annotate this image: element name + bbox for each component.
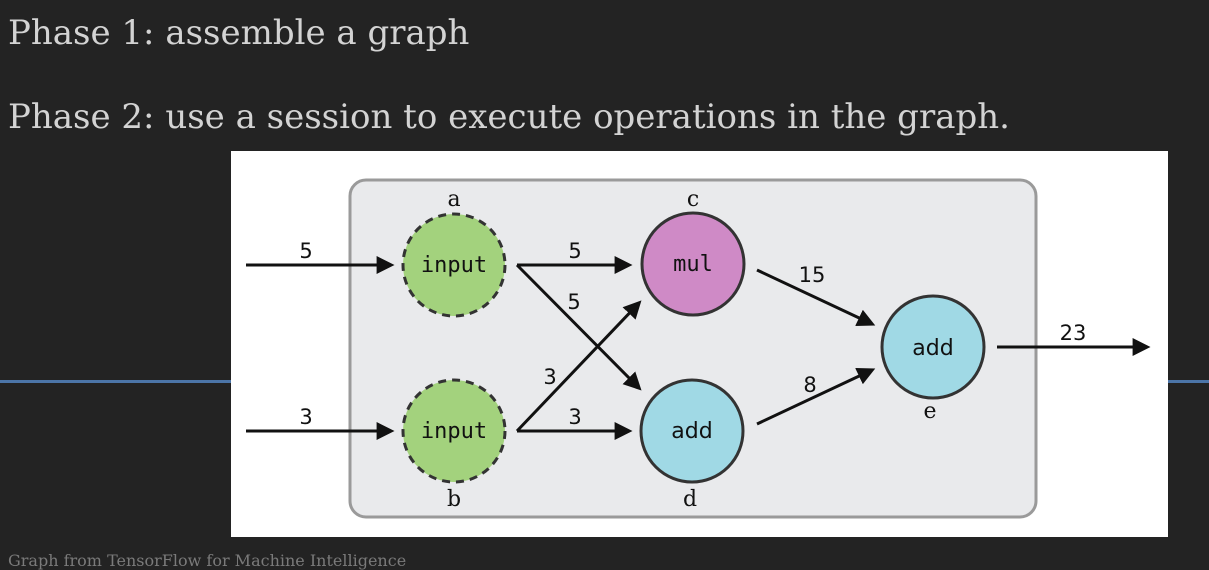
node-e-label: add (912, 336, 953, 361)
phase-2-heading: Phase 2: use a session to execute operat… (8, 97, 1010, 137)
edge-b-to-c (515, 300, 642, 433)
edge-label-input-a: 5 (299, 239, 312, 263)
node-c-name: c (687, 187, 699, 212)
edge-label-b-d: 3 (568, 405, 581, 429)
node-a-label: input (421, 253, 487, 278)
edge-label-input-b: 3 (299, 405, 312, 429)
node-d-label: add (671, 419, 712, 444)
node-c: mul (640, 211, 746, 317)
edge-a-to-d (515, 263, 642, 391)
node-a: input (401, 212, 507, 318)
node-d: add (639, 378, 745, 484)
node-a-name: a (447, 187, 460, 212)
edge-label-a-d: 5 (567, 290, 580, 314)
node-c-label: mul (673, 252, 713, 277)
divider-right (1168, 380, 1209, 383)
node-e-name: e (923, 399, 936, 424)
edge-label-c-e: 15 (799, 263, 826, 287)
edge-label-output: 23 (1060, 321, 1087, 345)
graph-figure: input input mul add add a b c d e 5 3 (231, 151, 1168, 537)
node-e: add (880, 294, 986, 400)
node-b-name: b (447, 487, 461, 512)
node-d-name: d (683, 487, 697, 512)
edge-c-to-e (756, 268, 876, 327)
edge-label-d-e: 8 (803, 373, 816, 397)
phase-1-heading: Phase 1: assemble a graph (8, 13, 470, 53)
edge-label-a-c: 5 (568, 239, 581, 263)
edge-d-to-e (756, 367, 876, 426)
edge-label-b-c: 3 (543, 365, 556, 389)
node-b-label: input (421, 419, 487, 444)
dataflow-graph: input input mul add add a b c d e 5 3 (246, 178, 1151, 519)
divider-left (0, 380, 231, 383)
node-b: input (401, 378, 507, 484)
